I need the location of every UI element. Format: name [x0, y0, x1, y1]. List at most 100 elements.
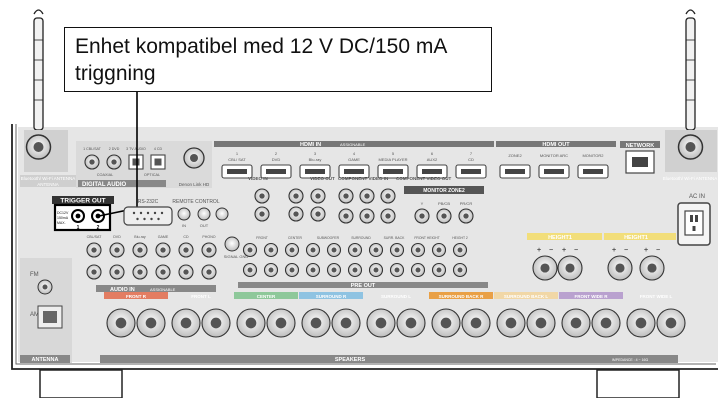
plus-icon: +	[537, 247, 541, 254]
pre-out-jack-top-pin	[332, 248, 337, 253]
speaker-terminal-minus-pin	[666, 318, 677, 329]
coaxial-jack-pin	[111, 159, 116, 164]
height-speaker-terminal-pin	[615, 263, 624, 272]
speaker-group-label: CENTER	[257, 294, 276, 299]
video-jack-pin	[259, 193, 264, 198]
trigger-num-1: 1	[77, 225, 80, 231]
plus-icon: +	[644, 247, 648, 254]
hdmi-in-port-name: GAME	[348, 157, 360, 162]
pre-out-label: PRE OUT	[351, 283, 376, 289]
speaker-terminal-minus-pin	[471, 318, 482, 329]
pre-out-channel-label: FRONT HEIGHT	[414, 236, 439, 240]
monitor-zone2-jack-pin	[419, 213, 424, 218]
audio-in-jack-r-pin	[91, 269, 96, 274]
hdmi-in-port-slot	[305, 169, 325, 174]
component-col-label: Y	[421, 201, 424, 206]
speaker-terminal-plus-pin	[441, 318, 452, 329]
audio-in-port-label: CD	[183, 235, 189, 239]
pre-out-jack-bottom-pin	[395, 268, 400, 273]
audio-in-port-label: CBL/SAT	[87, 235, 103, 239]
antenna-left-label: Bluetooth/ Wi-Fi ANTENNA	[21, 176, 76, 181]
video-jack-pin	[293, 193, 298, 198]
coaxial-jack-pin	[89, 159, 94, 164]
minus-icon: −	[656, 247, 660, 254]
monitor-zone2-jack-pin	[463, 213, 468, 218]
pre-out-jack-bottom-pin	[248, 268, 253, 273]
svg-text:MAX.: MAX.	[57, 221, 66, 225]
speaker-group-label: SURROUND BACK R	[439, 294, 484, 299]
audio-in-jack-r-pin	[137, 269, 142, 274]
hdmi-in-port-slot	[266, 169, 286, 174]
hdmi-out-label: HDMI OUT	[542, 142, 570, 148]
digital-port-label: 2 DVD	[109, 147, 120, 151]
digital-audio-label: DIGITAL AUDIO	[82, 182, 127, 188]
audio-in-jack-r-pin	[114, 269, 119, 274]
height-speaker-terminal-pin	[565, 263, 574, 272]
pre-out-jack-bottom-pin	[311, 268, 316, 273]
speaker-terminal-plus-pin	[571, 318, 582, 329]
pre-out-channel-label: CENTER	[288, 236, 302, 240]
pre-out-jack-bottom-pin	[353, 268, 358, 273]
component-in-label: COMPONENT VIDEO IN	[338, 176, 388, 181]
pre-out-jack-top-pin	[395, 248, 400, 253]
pre-out-channel-label: SURR. BACK	[384, 236, 405, 240]
component-in-jack-pin	[385, 213, 390, 218]
hdmi-out-port-name: MONITOR2	[582, 153, 604, 158]
fm-label: FM	[30, 272, 39, 278]
audio-in-jack-r-pin	[183, 269, 188, 274]
plus-icon: +	[612, 247, 616, 254]
remote-in-label: IN	[182, 223, 186, 228]
pre-out-jack-bottom-pin	[269, 268, 274, 273]
audio-in-jack-r-pin	[160, 269, 165, 274]
remote-control-label: REMOTE CONTROL	[172, 199, 219, 205]
component-in-jack-pin	[343, 193, 348, 198]
height-speaker-terminal-pin	[540, 263, 549, 272]
speaker-terminal-minus-pin	[536, 318, 547, 329]
audio-in-jack-l-pin	[183, 247, 188, 252]
speaker-terminal-plus-pin	[116, 318, 127, 329]
pre-out-channel-label: SUBWOOFER	[317, 236, 340, 240]
audio-in-port-label: Blu-ray	[134, 235, 146, 239]
component-in-jack-pin	[364, 213, 369, 218]
component-in-jack-pin	[385, 193, 390, 198]
hdmi-in-port-slot	[383, 169, 403, 174]
pre-out-jack-bottom-pin	[416, 268, 421, 273]
svg-text:150mA: 150mA	[57, 216, 69, 220]
pre-out-jack-top-pin	[353, 248, 358, 253]
speaker-group-label: FRONT WIDE L	[640, 294, 673, 299]
trigger-out-label: TRIGGER OUT	[60, 198, 105, 205]
speaker-terminal-minus-pin	[146, 318, 157, 329]
hdmi-in-label: HDMI IN	[300, 142, 321, 148]
antenna-left-rod	[34, 10, 43, 130]
height-left-label: HEIGHT1	[548, 235, 572, 241]
pre-out-channel-label: SURROUND	[351, 236, 371, 240]
speaker-group-label: FRONT WIDE R	[575, 294, 609, 299]
pre-out-channel-label: HEIGHT 2	[452, 236, 468, 240]
minus-icon: −	[549, 247, 553, 254]
speaker-group-label: SURROUND BACK L	[504, 294, 548, 299]
speaker-terminal-plus-pin	[311, 318, 322, 329]
speaker-terminal-minus-pin	[341, 318, 352, 329]
hdmi-in-port-name: AUX2	[427, 157, 438, 162]
callout-line-2: triggning	[75, 62, 156, 86]
pre-out-jack-top-pin	[458, 248, 463, 253]
minus-icon: −	[574, 247, 578, 254]
hdmi-in-badge: ASSIGNABLE	[340, 142, 366, 147]
pre-out-jack-top-pin	[374, 248, 379, 253]
component-out-label: COMPONENT VIDEO OUT	[396, 176, 452, 181]
audio-in-port-label: DVD	[113, 235, 121, 239]
audio-in-jack-l-pin	[137, 247, 142, 252]
audio-in-port-label: PHONO	[202, 235, 215, 239]
signal-gnd-terminal	[225, 237, 239, 251]
coaxial-label: COAXIAL	[97, 173, 113, 177]
optical-jack-core	[133, 159, 140, 166]
audio-in-port-label: GAME	[158, 235, 169, 239]
hdmi-in-port-slot	[422, 169, 442, 174]
speaker-group-label: FRONT L	[191, 294, 211, 299]
callout-line-1: Enhet kompatibel med 12 V DC/150 mA	[75, 35, 447, 59]
hdmi-in-port-slot	[344, 169, 364, 174]
hdmi-in-port-name: MEDIA PLAYER	[378, 157, 407, 162]
network-label: NETWORK	[626, 143, 654, 149]
speaker-terminal-minus-pin	[601, 318, 612, 329]
component-in-jack-pin	[364, 193, 369, 198]
